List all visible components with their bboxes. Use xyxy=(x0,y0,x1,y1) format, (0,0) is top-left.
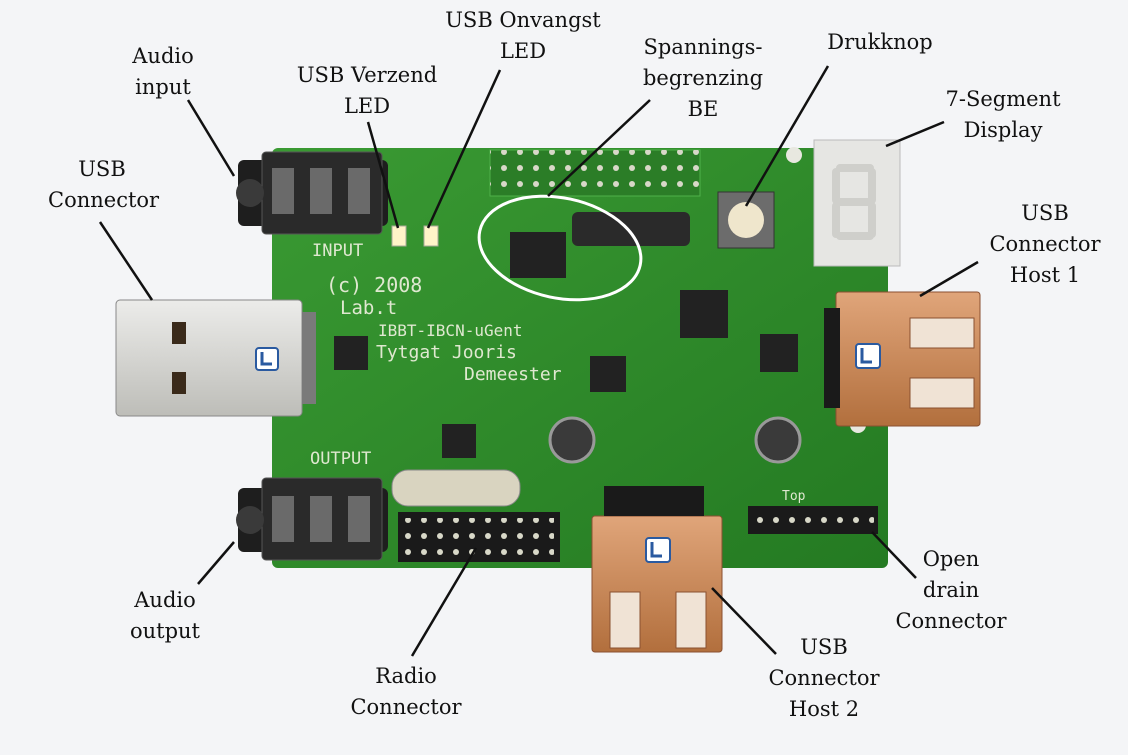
label-radio-connector: Radio Connector xyxy=(350,664,462,719)
callout-7segment xyxy=(885,120,945,148)
capacitor xyxy=(754,416,802,464)
callout-usb-onvangst xyxy=(426,69,502,229)
label-open-drain-connector: Open drain Connector xyxy=(895,547,1007,633)
pcb-board xyxy=(272,148,888,568)
usb-connector-host1 xyxy=(824,291,981,427)
label-audio-output: Audio output xyxy=(129,588,200,643)
label-usb-connector: USB Connector xyxy=(48,157,160,212)
audio-output-jack xyxy=(236,477,388,561)
ic-chip xyxy=(760,334,798,372)
callout-audio-output xyxy=(197,541,235,585)
voltage-limiter-highlight xyxy=(477,194,643,302)
callout-usb-host2 xyxy=(711,587,777,655)
callout-open-drain xyxy=(871,531,917,579)
usb-connector-plug xyxy=(115,299,316,417)
crystal-x2 xyxy=(391,469,521,507)
label-usb-onvangst-led: USB Onvangst LED xyxy=(445,8,601,63)
callout-lines xyxy=(98,65,979,657)
callout-drukknop xyxy=(744,65,830,207)
mounting-hole xyxy=(786,147,802,163)
seven-segment-display xyxy=(813,139,901,267)
ic-chip xyxy=(510,232,566,278)
crystal-x1 xyxy=(572,212,690,246)
ic-chip xyxy=(590,356,626,392)
silk-org: IBBT-IBCN-uGent xyxy=(378,321,523,340)
label-spanningsbegrenzing: Spannings- begrenzing BE xyxy=(642,35,764,121)
callout-usb-host1 xyxy=(919,260,979,298)
ic-chip xyxy=(334,336,368,370)
label-usb-connector-host1: USB Connector Host 1 xyxy=(989,201,1101,287)
push-button xyxy=(717,191,775,249)
label-usb-verzend-led: USB Verzend LED xyxy=(296,63,438,118)
callout-audio-input xyxy=(186,99,236,177)
capacitor xyxy=(548,416,596,464)
usb-receive-led xyxy=(423,225,439,247)
open-drain-header-j7 xyxy=(748,506,878,534)
usb-connector-host2 xyxy=(591,486,723,653)
callout-radio-connector xyxy=(410,547,478,657)
ic-u3 xyxy=(680,290,728,338)
label-drukknop: Drukknop xyxy=(827,30,933,54)
label-usb-connector-host2: USB Connector Host 2 xyxy=(768,635,880,721)
silk-output: OUTPUT xyxy=(310,449,371,469)
silk-author2: Demeester xyxy=(464,364,562,385)
silk-lab: Lab.t xyxy=(340,297,397,319)
callout-usb-connector xyxy=(98,221,154,301)
callout-usb-verzend xyxy=(366,121,400,229)
silk-author1: Tytgat Jooris xyxy=(376,342,517,363)
header-j3-holes xyxy=(490,150,700,196)
audio-input-jack xyxy=(236,151,388,235)
usb-send-led xyxy=(391,225,407,247)
silk-input: INPUT xyxy=(312,241,363,261)
label-7-segment-display: 7-Segment Display xyxy=(945,87,1061,142)
label-audio-input: Audio input xyxy=(132,44,194,99)
radio-header-j9 xyxy=(398,512,560,562)
silk-top: Top xyxy=(782,489,806,504)
silk-copyright: (c) 2008 xyxy=(326,273,422,297)
callout-spanningsbegrenzing xyxy=(547,99,651,197)
ic-chip xyxy=(442,424,476,458)
